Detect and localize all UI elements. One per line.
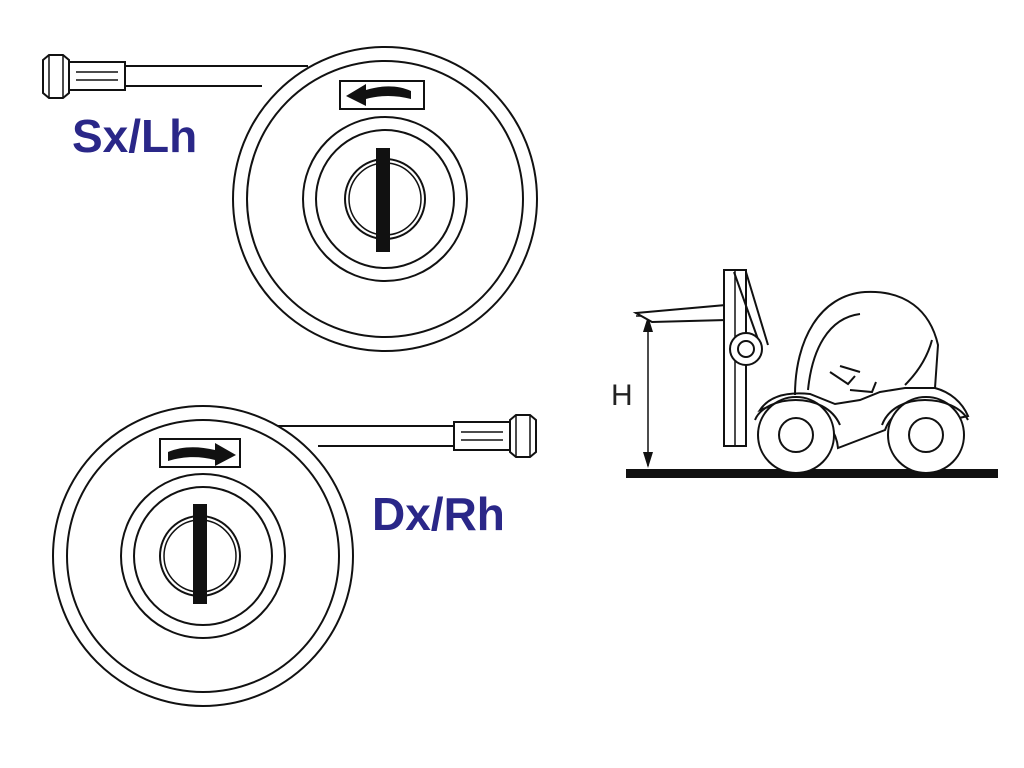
right-reel-hub-inner: [133, 486, 273, 626]
mast-pivot: [729, 332, 763, 366]
left-hose-tube: [125, 65, 308, 87]
left-reel-knob-slot: [376, 148, 390, 252]
left-reel-hub-outer: [302, 116, 468, 282]
right-hose-tube: [272, 425, 454, 447]
right-reel-label: Dx/Rh: [372, 488, 505, 540]
left-hose-reel: Sx/Lh: [42, 46, 538, 352]
ground-line: [626, 469, 998, 478]
left-hose-fitting: [42, 54, 126, 99]
arrow-clockwise-icon: [168, 443, 236, 466]
rear-wheel: [887, 396, 965, 474]
right-reel-inner-ring: [66, 419, 340, 693]
right-reel-knob-slot: [193, 504, 207, 604]
height-dimension: H: [611, 315, 660, 468]
left-reel-inner-ring: [246, 60, 524, 338]
left-reel-hub-inner: [315, 129, 455, 269]
right-reel-hub-outer: [120, 473, 286, 639]
right-hose-reel: Dx/Rh: [52, 405, 537, 707]
left-reel-label: Sx/Lh: [72, 110, 197, 162]
forklift-icon: H: [611, 269, 998, 478]
fork: [632, 303, 727, 324]
front-wheel: [757, 396, 835, 474]
height-label: H: [611, 379, 633, 412]
forklift-cab: [794, 290, 940, 396]
arrow-counterclockwise-icon: [346, 84, 411, 106]
right-hose-fitting: [453, 414, 537, 458]
